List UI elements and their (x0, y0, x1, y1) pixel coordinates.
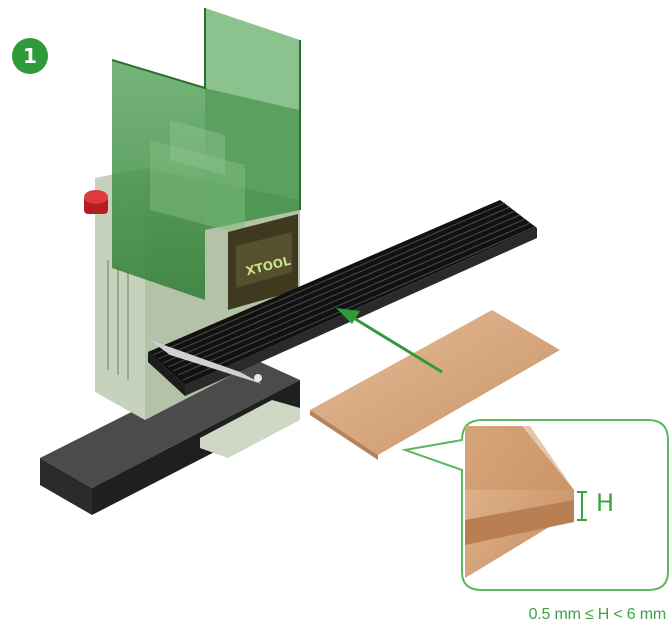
thickness-spec: 0.5 mm ≤ H < 6 mm (528, 606, 667, 623)
wood-board (310, 310, 560, 460)
slider-plate (200, 400, 300, 458)
emergency-stop-button[interactable] (84, 190, 108, 214)
slat-platform (148, 200, 537, 396)
laser-head: XTOOL (228, 214, 298, 310)
laser-shield (111, 8, 301, 300)
step-number-badge: 1 (12, 38, 48, 74)
insert-arrow (336, 308, 443, 374)
thickness-callout (401, 419, 669, 591)
height-symbol: H (596, 489, 615, 517)
